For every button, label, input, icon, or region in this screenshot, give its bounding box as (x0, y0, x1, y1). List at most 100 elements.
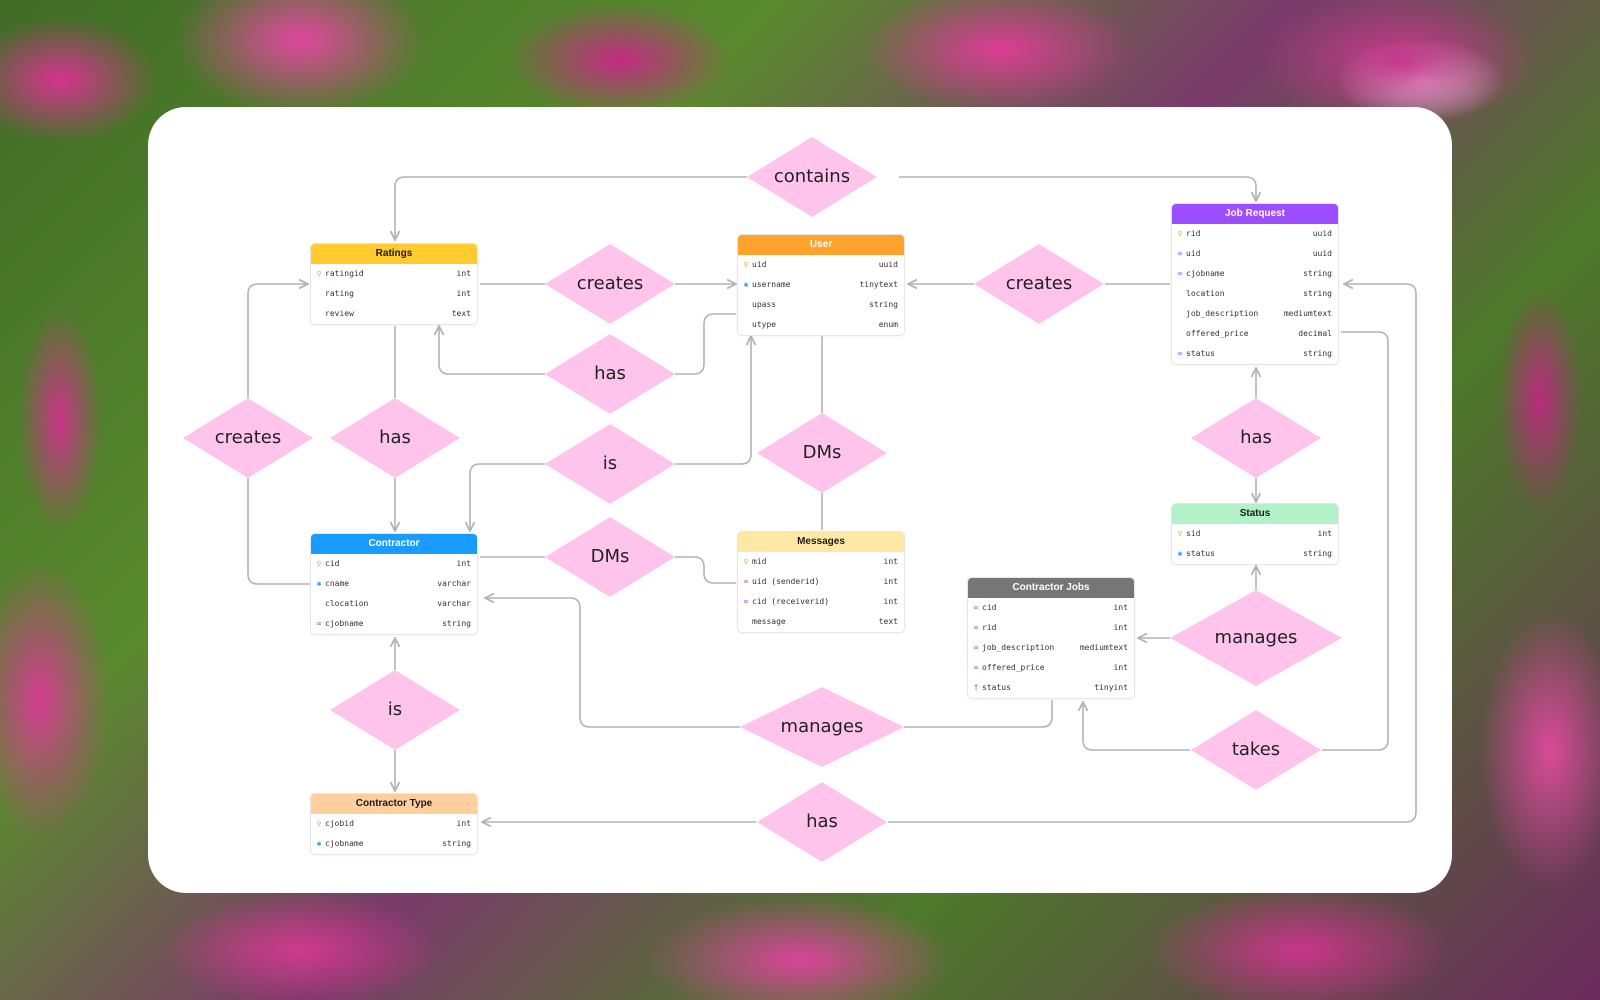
field-type: text (451, 309, 471, 318)
entity-title: Contractor Jobs (968, 578, 1134, 598)
relationship-takes-jobs-request[interactable]: takes (1191, 710, 1321, 790)
relationship-dms-contractor-messages[interactable]: DMs (545, 517, 675, 597)
relationship-label: creates (214, 427, 282, 448)
relationship-manages-contractor-jobs[interactable]: manages (740, 687, 904, 767)
relationship-dms-user-messages[interactable]: DMs (757, 413, 887, 493)
relationship-label: takes (1231, 739, 1281, 760)
relationship-label: has (379, 427, 411, 448)
entity-title: Contractor (311, 534, 477, 554)
field-type: varchar (437, 579, 471, 588)
relationship-is-contractor-type[interactable]: is (330, 670, 460, 750)
relationship-label: has (806, 811, 838, 832)
relationship-creates-jobrequest-user[interactable]: creates (974, 244, 1104, 324)
relationship-label: manages (780, 716, 864, 737)
entity-field-row[interactable]: ∞uid (senderid)int (738, 572, 904, 592)
relationship-diamond (330, 398, 460, 478)
entity-title: Contractor Type (311, 794, 477, 814)
field-type: tinyint (1094, 683, 1128, 692)
field-name: sid (1186, 529, 1201, 538)
field-type: int (456, 819, 471, 828)
entity-field-row[interactable]: ∞cid (receiverid)int (738, 592, 904, 612)
field-type: string (1303, 349, 1332, 358)
relationship-label: contains (773, 166, 851, 187)
key-icon: ♀ (316, 559, 322, 568)
relationship-is-contractor-user[interactable]: is (545, 424, 675, 504)
field-name: utype (752, 320, 777, 329)
field-name: status (1186, 349, 1215, 358)
relationship-creates-ratings-user[interactable]: creates (545, 244, 675, 324)
relationship-label: DMs (590, 546, 630, 567)
entity-field-row[interactable]: rating int (311, 284, 477, 304)
field-name: cjobid (325, 819, 354, 828)
field-type: int (1113, 603, 1128, 612)
field-name: rating (325, 289, 354, 298)
field-name: clocation (325, 599, 369, 608)
field-type: int (456, 289, 471, 298)
field-name: offered_price (1186, 329, 1249, 338)
field-type: int (883, 597, 898, 606)
link-icon: ∞ (743, 597, 749, 606)
field-type: string (1303, 549, 1332, 558)
link-icon: ∞ (973, 623, 979, 632)
relationship-has-jobrequest-status[interactable]: has (1191, 398, 1321, 478)
field-type: string (1303, 289, 1332, 298)
entity-title: User (738, 235, 904, 255)
relationship-label: creates (576, 273, 644, 294)
field-type: mediumtext (1283, 309, 1332, 318)
field-type: tinytext (859, 280, 898, 289)
unique-icon: ✱ (1177, 549, 1183, 558)
field-name: uid (1186, 249, 1201, 258)
relationship-creates-contractor-ratings[interactable]: creates (183, 398, 313, 478)
field-name: mid (752, 557, 767, 566)
relationship-label: DMs (802, 442, 842, 463)
field-name: job_description (982, 643, 1055, 652)
relationship-contains[interactable]: contains (747, 137, 877, 217)
relationship-has-ratings-contractor[interactable]: has (330, 398, 460, 478)
relationship-manages-status-jobs[interactable]: manages (1170, 590, 1342, 686)
relationship-diamond (757, 413, 887, 493)
field-type: string (442, 839, 471, 848)
field-type: string (442, 619, 471, 628)
relationship-has-type-request[interactable]: has (757, 782, 887, 862)
relationship-has-ratings-user[interactable]: has (545, 334, 675, 414)
field-name: ratingid (325, 269, 364, 278)
relationship-label: is (387, 699, 403, 720)
field-name: uid (752, 260, 767, 269)
